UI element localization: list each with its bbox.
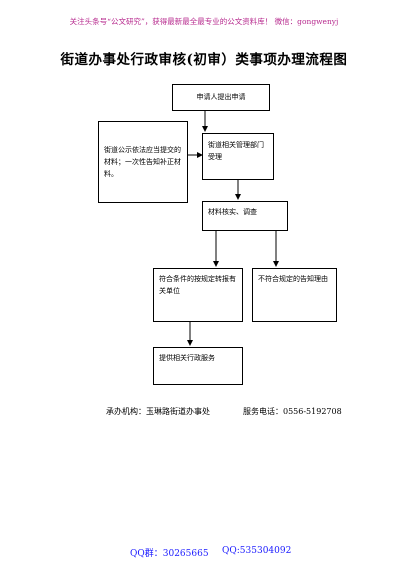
- footer-org: 承办机构：玉琳路街道办事处: [106, 407, 210, 416]
- flow-step-service-label: 提供相关行政服务: [159, 354, 215, 362]
- flow-step-apply: 申请人提出申请: [172, 84, 270, 111]
- flow-step-apply-label: 申请人提出申请: [196, 93, 246, 101]
- flow-step-verify: 材料核实、调查: [202, 201, 288, 231]
- flow-step-ok-label: 符合条件的按规定转报有关单位: [159, 275, 236, 295]
- footer-qq-group: QQ群：30265665: [130, 549, 209, 559]
- flow-step-verify-label: 材料核实、调查: [208, 208, 257, 216]
- footer-phone: 服务电话：0556-5192708: [243, 407, 342, 416]
- footer-qq: QQ:535304092: [222, 546, 292, 556]
- flow-step-service: 提供相关行政服务: [153, 347, 243, 385]
- flow-step-publish-label: 街道公示依法应当提交的材料；一次性告知补正材料。: [104, 146, 181, 178]
- flow-step-reject: 不符合规定的告知理由: [252, 268, 337, 322]
- page-title: 街道办事处行政审核(初审）类事项办理流程图: [60, 52, 348, 68]
- flow-step-publish: 街道公示依法应当提交的材料；一次性告知补正材料。: [98, 121, 188, 203]
- flow-step-accept-label: 街道相关管理部门受理: [208, 141, 264, 161]
- header-banner: 关注头条号“公文研究”，获得最新最全最专业的公文资料库！ 微信：gongweny…: [69, 17, 339, 26]
- flow-step-accept: 街道相关管理部门受理: [202, 133, 274, 180]
- flow-step-ok: 符合条件的按规定转报有关单位: [153, 268, 243, 322]
- flow-step-reject-label: 不符合规定的告知理由: [258, 275, 328, 283]
